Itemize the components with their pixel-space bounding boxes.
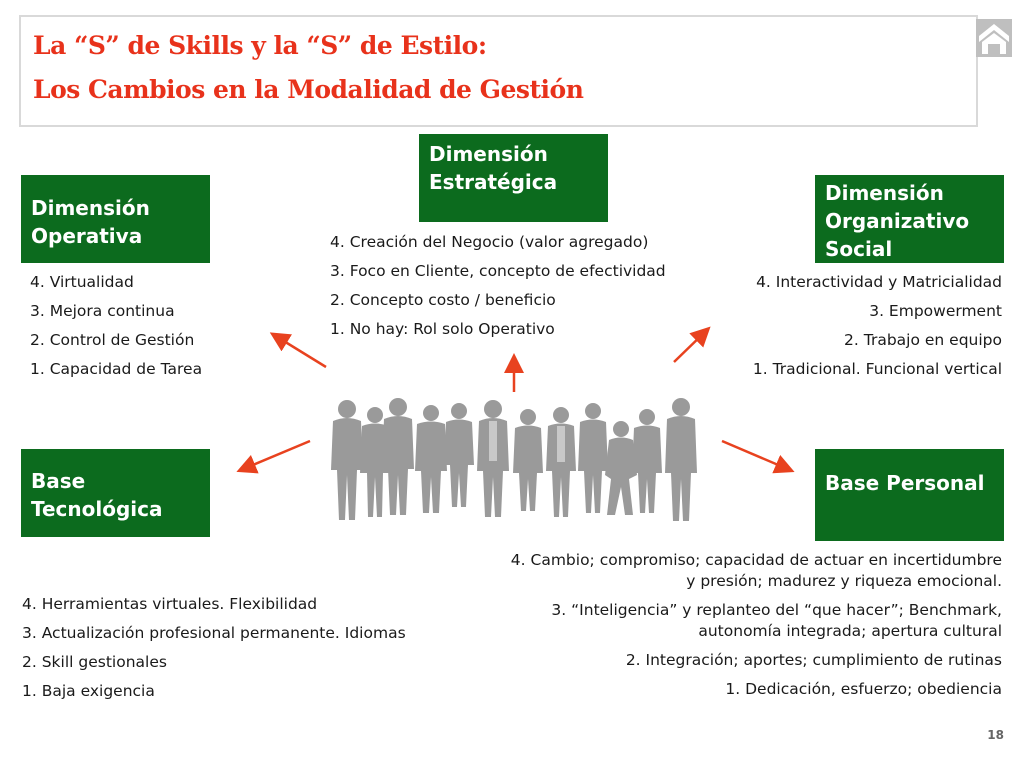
box-dimension-organizativo-social: Dimensión Organizativo Social xyxy=(815,175,1004,263)
home-button[interactable] xyxy=(975,18,1013,58)
list-item: 4. Virtualidad xyxy=(30,273,134,291)
arrow-icon xyxy=(721,439,795,474)
arrow-icon xyxy=(269,332,327,369)
list-item: 2. Concepto costo / beneficio xyxy=(330,291,556,309)
title-frame: La “S” de Skills y la “S” de Estilo: Los… xyxy=(19,15,978,127)
list-item: 3. Empowerment xyxy=(869,302,1002,320)
list-item: 1. Tradicional. Funcional vertical xyxy=(752,360,1002,378)
list-item: 2. Control de Gestión xyxy=(30,331,195,349)
box-dimension-operativa: Dimensión Operativa xyxy=(21,175,210,263)
list-item: 2. Integración; aportes; cumplimiento de… xyxy=(625,651,1002,669)
list-item: 1. No hay: Rol solo Operativo xyxy=(330,320,555,338)
list-personal: 4. Cambio; compromiso; capacidad de actu… xyxy=(502,550,1002,708)
list-item: 2. Skill gestionales xyxy=(22,653,167,671)
list-organizativo: 4. Interactividad y Matricialidad 3. Emp… xyxy=(753,268,1002,384)
title-line-1: La “S” de Skills y la “S” de Estilo: xyxy=(33,31,487,60)
list-item: 2. Trabajo en equipo xyxy=(844,331,1002,349)
title-line-2: Los Cambios en la Modalidad de Gestión xyxy=(33,75,584,104)
list-item: 1. Dedicación, esfuerzo; obediencia xyxy=(725,680,1002,698)
page-number: 18 xyxy=(987,728,1004,742)
list-item: 1. Baja exigencia xyxy=(22,682,155,700)
list-item: 1. Capacidad de Tarea xyxy=(30,360,203,378)
list-item: 3. “Inteligencia” y replanteo del “que h… xyxy=(551,601,1002,640)
list-operativa: 4. Virtualidad 3. Mejora continua 2. Con… xyxy=(30,268,202,384)
arrow-icon xyxy=(673,326,711,363)
box-dimension-estrategica: Dimensión Estratégica xyxy=(419,134,608,222)
list-item: 3. Actualización profesional permanente.… xyxy=(22,624,406,642)
list-item: 4. Cambio; compromiso; capacidad de actu… xyxy=(510,551,1002,590)
box-base-personal: Base Personal xyxy=(815,449,1004,541)
list-estrategica: 4. Creación del Negocio (valor agregado)… xyxy=(330,228,666,344)
people-group-icon xyxy=(331,398,697,521)
home-icon xyxy=(976,19,1012,57)
list-item: 3. Foco en Cliente, concepto de efectivi… xyxy=(330,262,666,280)
list-item: 4. Creación del Negocio (valor agregado) xyxy=(330,233,649,251)
list-item: 4. Herramientas virtuales. Flexibilidad xyxy=(22,595,318,613)
box-base-tecnologica: Base Tecnológica xyxy=(21,449,210,537)
list-item: 4. Interactividad y Matricialidad xyxy=(756,273,1002,291)
list-tecnologica: 4. Herramientas virtuales. Flexibilidad … xyxy=(22,590,406,706)
list-item: 3. Mejora continua xyxy=(30,302,175,320)
arrow-icon xyxy=(236,439,311,474)
